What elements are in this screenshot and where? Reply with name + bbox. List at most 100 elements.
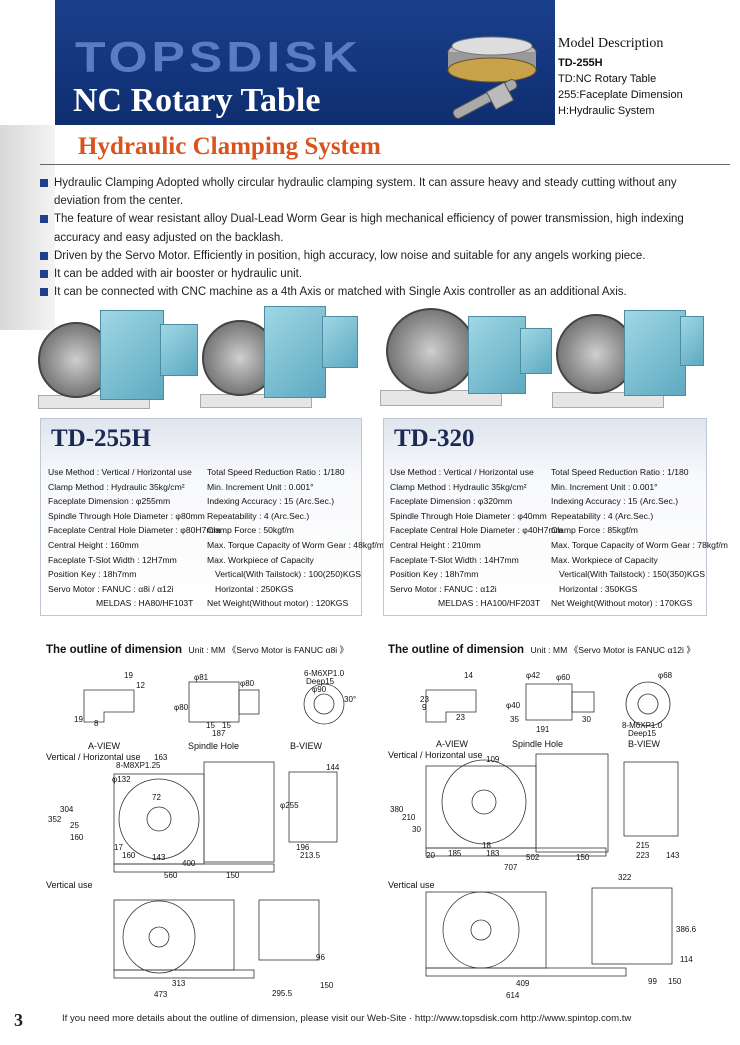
model-line: 255:Faceplate Dimension bbox=[558, 89, 683, 101]
spec-line: Spindle Through Hole Diameter : φ40mm bbox=[390, 510, 547, 521]
dim-label: 99 bbox=[648, 977, 657, 986]
page-subtitle: Hydraulic Clamping System bbox=[78, 133, 381, 160]
spec-line: Indexing Accuracy : 15 (Arc.Sec.) bbox=[207, 496, 335, 507]
dim-label: 144 bbox=[326, 763, 340, 772]
spec-left-column: Use Method : Vertical / Horizontal use C… bbox=[390, 465, 563, 611]
dim-label: 17 bbox=[114, 843, 123, 852]
dim-label: 210 bbox=[402, 813, 416, 822]
dim-label: φ81 bbox=[194, 673, 209, 682]
use-label: Vertical / Horizontal use bbox=[388, 750, 483, 760]
spec-line: Horizontal : 250KGS bbox=[215, 583, 294, 594]
dim-label: 502 bbox=[526, 853, 540, 862]
feature-item: Driven by the Servo Motor. Efficiently i… bbox=[40, 247, 700, 265]
spec-line: Net Weight(Without motor) : 170KGS bbox=[551, 598, 693, 609]
dim-label: φ40 bbox=[506, 701, 521, 710]
spec-line: Faceplate Central Hole Diameter : φ80H7m… bbox=[48, 525, 221, 536]
dim-label: 150 bbox=[320, 981, 334, 990]
spec-line: MELDAS : HA100/HF203T bbox=[438, 598, 541, 609]
dim-label: 143 bbox=[152, 853, 166, 862]
dim-label: Deep15 bbox=[306, 677, 335, 686]
td255h-dimension-drawings: 19 12 19 8 φ81 φ80 φ80 15 15 187 6-M6XP1… bbox=[48, 669, 356, 999]
dim-label: 213.5 bbox=[300, 851, 321, 860]
dim-label: 23 bbox=[456, 713, 465, 722]
dim-label: Deep15 bbox=[628, 729, 657, 738]
dim-label: 223 bbox=[636, 851, 650, 860]
dim-label: 409 bbox=[516, 979, 530, 988]
dim-label: 400 bbox=[182, 859, 196, 868]
dim-label: 35 bbox=[510, 715, 519, 724]
machine-photo-4 bbox=[552, 306, 704, 410]
spec-line: Faceplate T-Slot Width : 14H7mm bbox=[390, 554, 519, 565]
dim-label: 30° bbox=[344, 695, 356, 704]
view-label: B-VIEW bbox=[290, 741, 323, 751]
dim-label: 15 bbox=[206, 721, 215, 730]
dim-label: 9 bbox=[422, 703, 427, 712]
spec-line: Total Speed Reduction Ratio : 1/180 bbox=[551, 467, 689, 477]
spec-panel-title: TD-320 bbox=[394, 425, 475, 452]
spec-line: Central Height : 210mm bbox=[390, 539, 481, 550]
spec-panel-td255h: TD-255H Use Method : Vertical / Horizont… bbox=[40, 418, 384, 616]
dim-label: 352 bbox=[48, 815, 62, 824]
spec-panel-td320: TD-320 Use Method : Vertical / Horizonta… bbox=[383, 418, 728, 616]
spec-line: Servo Motor : FANUC : α8i / α12i bbox=[48, 583, 174, 594]
dim-label: 114 bbox=[680, 955, 693, 964]
divider bbox=[40, 164, 730, 165]
model-line: H:Hydraulic System bbox=[558, 105, 655, 117]
dim-label: φ80 bbox=[174, 703, 189, 712]
td320-dimension-drawings: 14 23 9 23 φ42 φ60 φ40 35 191 30 φ68 8-M… bbox=[390, 671, 697, 1000]
dim-label: 150 bbox=[576, 853, 590, 862]
spec-line: Vertical(With Tailstock) : 100(250)KGS bbox=[215, 569, 361, 580]
spec-line: Clamp Method : Hydraulic 35kg/cm² bbox=[390, 481, 527, 492]
spec-line: Use Method : Vertical / Horizontal use bbox=[390, 467, 534, 477]
view-label: Spindle Hole bbox=[188, 741, 240, 751]
dim-label: φ60 bbox=[556, 673, 571, 682]
dim-label: 30 bbox=[412, 825, 421, 834]
view-label: A-VIEW bbox=[88, 741, 121, 751]
dim-label: φ68 bbox=[658, 671, 673, 680]
dim-label: 160 bbox=[70, 833, 84, 842]
model-description: Model Description TD-255H TD:NC Rotary T… bbox=[558, 36, 683, 119]
spec-line: Repeatability : 4 (Arc.Sec.) bbox=[551, 510, 654, 521]
spec-line: Max. Torque Capacity of Worm Gear : 78kg… bbox=[551, 539, 728, 550]
spec-line: Position Key : 18h7mm bbox=[48, 569, 137, 580]
footer-note: If you need more details about the outli… bbox=[62, 1013, 632, 1024]
spec-line: Max. Workpiece of Capacity bbox=[551, 554, 658, 565]
spec-line: Net Weight(Without motor) : 120KGS bbox=[207, 598, 349, 609]
spec-right-column: Total Speed Reduction Ratio : 1/180 Min.… bbox=[551, 465, 728, 611]
dim-label: 380 bbox=[390, 805, 404, 814]
brand-logo: TOPSDISK bbox=[75, 33, 362, 81]
spec-line: Faceplate Central Hole Diameter : φ40H7m… bbox=[390, 525, 563, 536]
dim-label: 8 bbox=[94, 719, 99, 728]
view-label: Spindle Hole bbox=[512, 739, 564, 749]
spec-line: Vertical(With Tailstock) : 150(350)KGS bbox=[559, 569, 705, 580]
dim-label: φ90 bbox=[312, 685, 327, 694]
dim-label: 295.5 bbox=[272, 989, 293, 998]
dim-label: 150 bbox=[668, 977, 682, 986]
dim-label: 20 bbox=[426, 851, 435, 860]
machine-photo-1 bbox=[38, 310, 198, 410]
feature-item: The feature of wear resistant alloy Dual… bbox=[40, 210, 700, 246]
dim-label: 386.6 bbox=[676, 925, 697, 934]
outline-heading-left: The outline of dimension Unit : MM 《Serv… bbox=[46, 644, 349, 656]
page-title: NC Rotary Table bbox=[73, 82, 321, 119]
use-label: Vertical use bbox=[46, 880, 93, 890]
feature-list: Hydraulic Clamping Adopted wholly circul… bbox=[40, 174, 700, 301]
dim-label: 191 bbox=[536, 725, 550, 734]
dim-label: 322 bbox=[618, 873, 632, 882]
dim-label: 163 bbox=[154, 753, 168, 762]
use-label: Vertical / Horizontal use bbox=[46, 752, 141, 762]
dim-label: 96 bbox=[316, 953, 325, 962]
machine-photo-2 bbox=[200, 306, 358, 410]
spec-line: Faceplate Dimension : φ255mm bbox=[48, 496, 171, 507]
dim-label: 8-M6XP1.0 bbox=[622, 721, 663, 730]
dim-label: 473 bbox=[154, 990, 168, 999]
dim-label: 187 bbox=[212, 729, 226, 738]
view-label: A-VIEW bbox=[436, 739, 469, 749]
dim-label: 8-M8XP1.25 bbox=[116, 761, 161, 770]
dim-label: 12 bbox=[136, 681, 145, 690]
dim-label: 560 bbox=[164, 871, 178, 880]
dim-label: 19 bbox=[74, 715, 83, 724]
dim-label: φ42 bbox=[526, 671, 541, 680]
dim-label: 185 bbox=[448, 849, 462, 858]
spec-line: Servo Motor : FANUC : α12i bbox=[390, 583, 497, 594]
